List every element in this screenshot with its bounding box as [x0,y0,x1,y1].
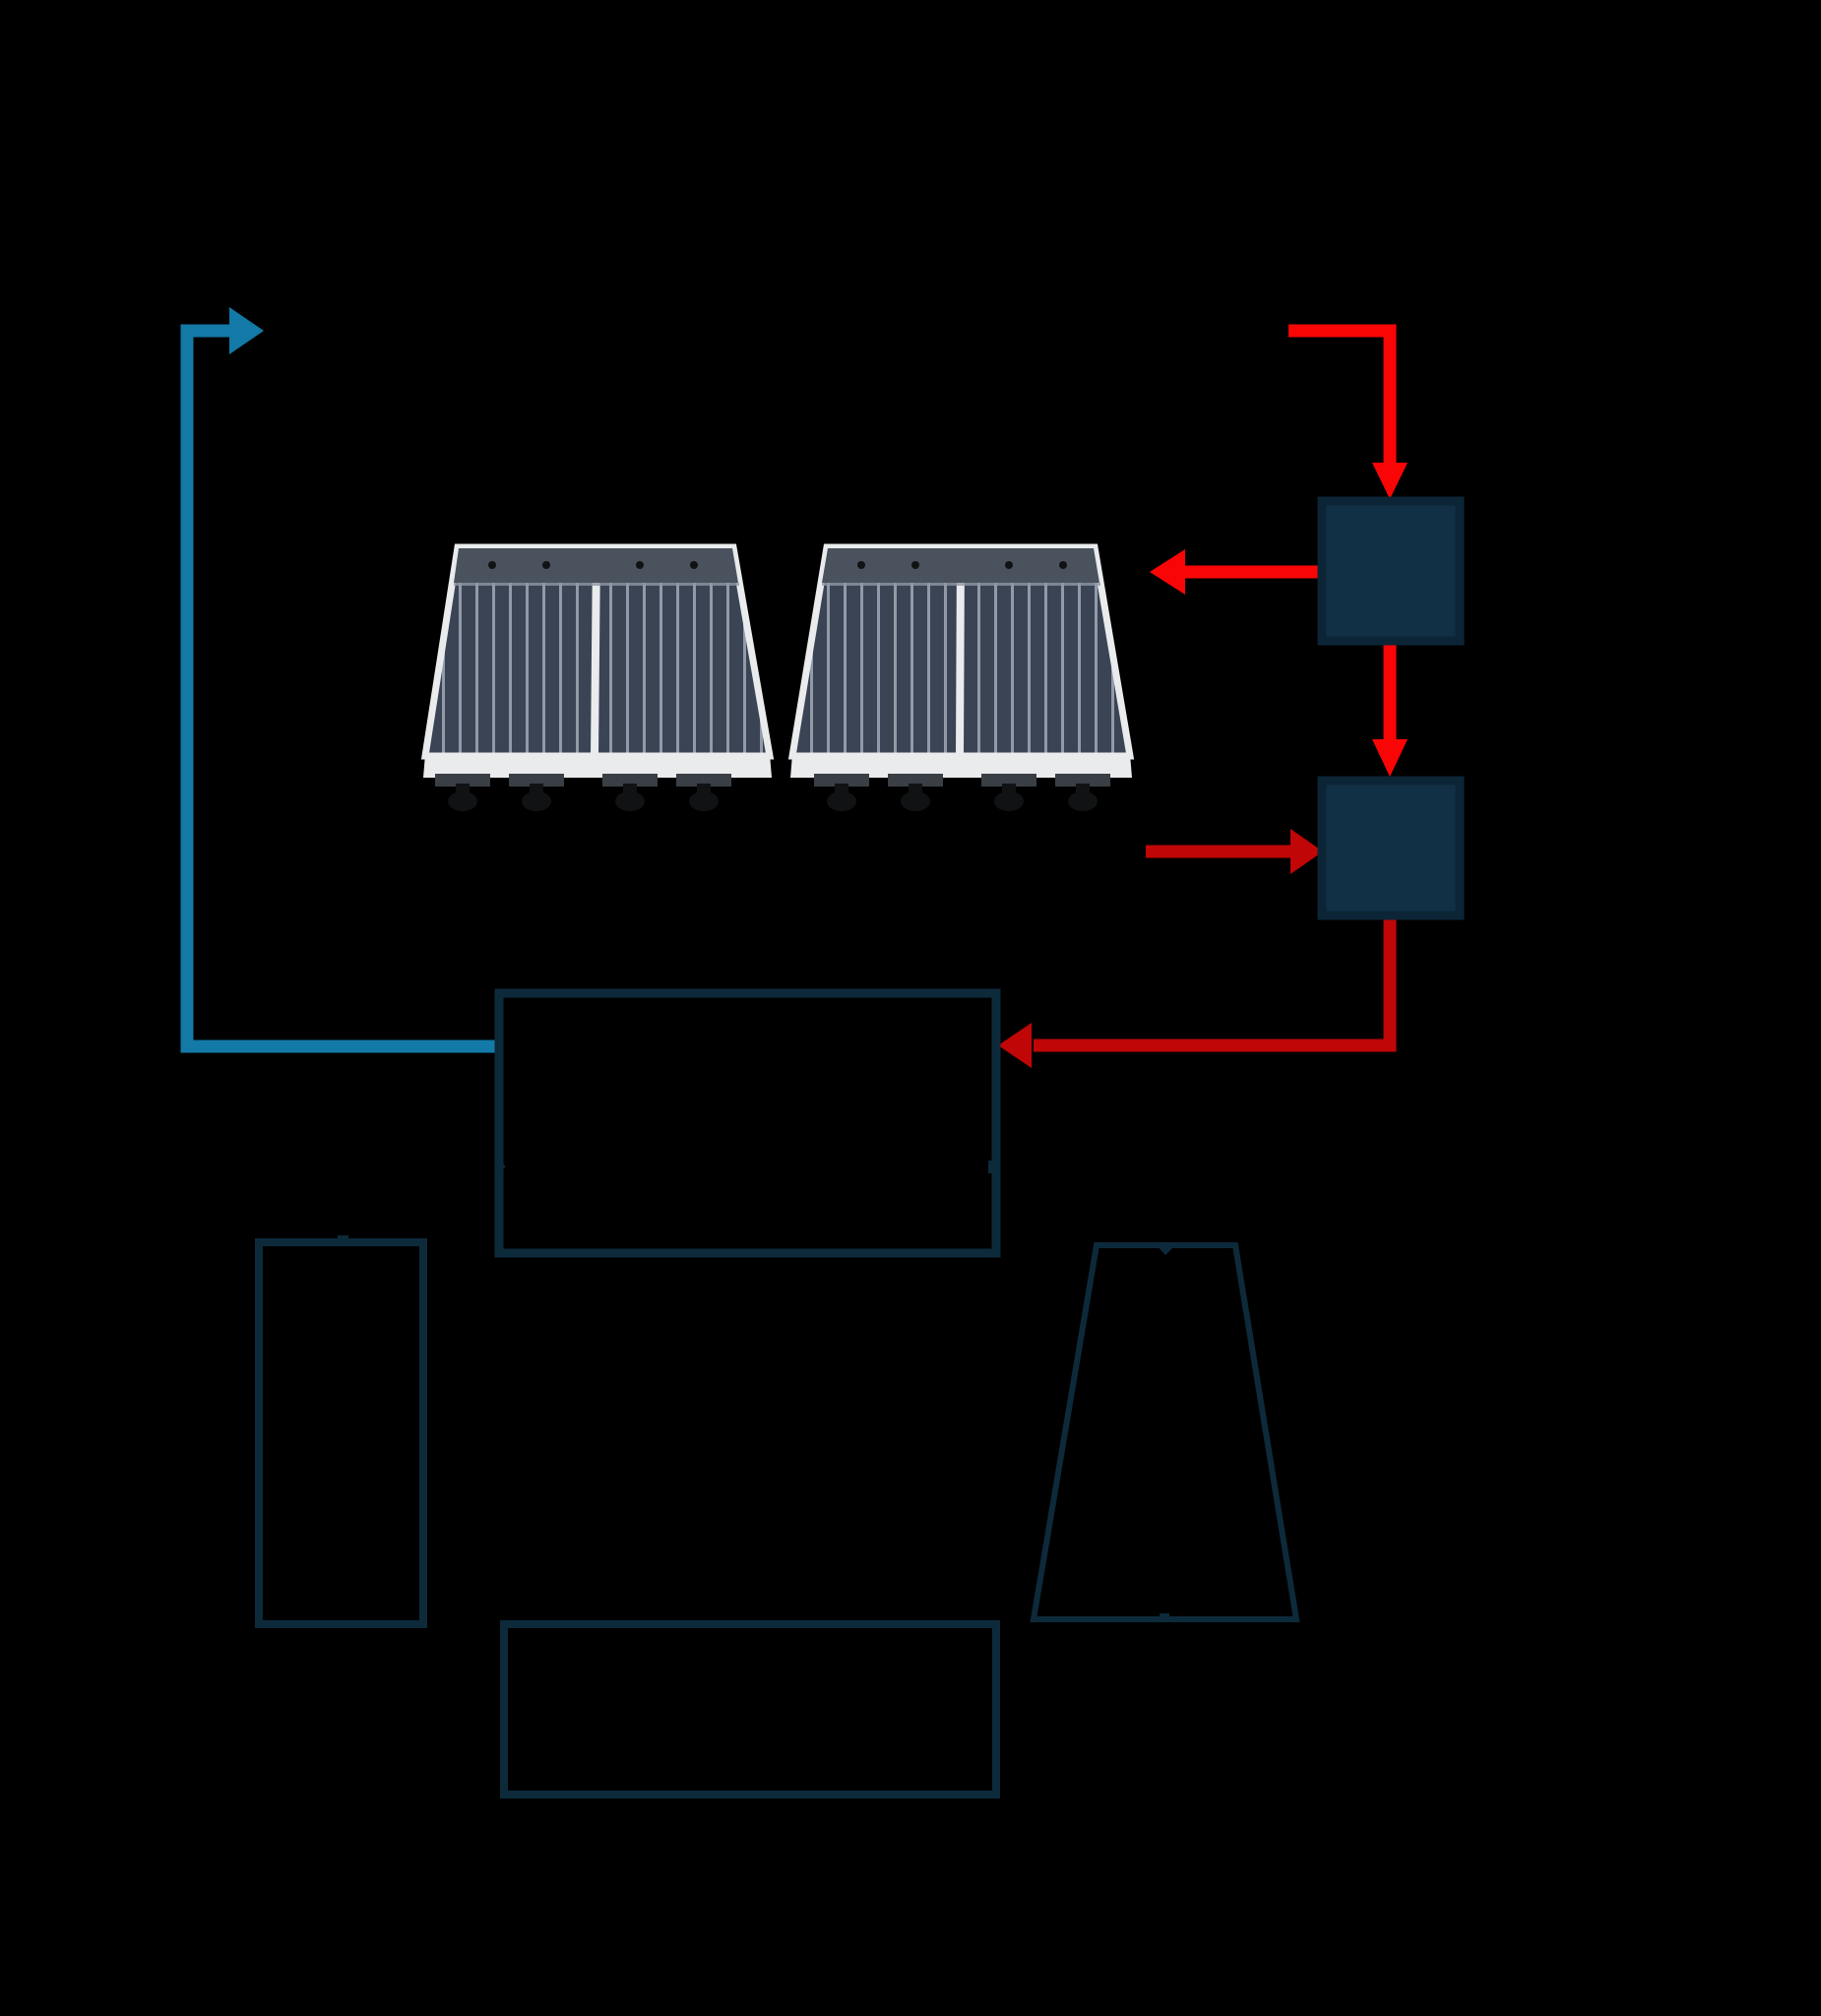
collector-group-1-divider [591,547,600,756]
component-box-1 [1317,496,1465,646]
left-tank [255,1235,427,1628]
box2-to-main-unit-line [1034,915,1397,1052]
collector-group-2-bolts-icon [857,561,1067,569]
hot-supply-elbow [1288,324,1408,499]
collector-group-2-rail [790,754,1132,778]
cold-return-line [180,324,497,1053]
collector-group-2-header-band [822,548,1099,583]
collector-group-2-brackets [814,774,1110,787]
collector-group-2 [787,543,1135,811]
main-unit [494,988,1001,1258]
collector-group-1-glass-line [454,583,739,586]
collector-group-1-header-band [454,548,738,583]
bottom-unit-outline [500,1620,1000,1798]
collector-group-1-feet [448,784,719,811]
collector-group-2-divider [956,547,965,756]
component-box-2 [1317,776,1465,920]
box1-to-collectors-arrowhead-left-icon [1150,549,1185,595]
collector-group-1 [420,543,775,811]
box2-to-main-unit-arrowhead-left-icon [998,1023,1032,1068]
collector-group-1-brackets [435,774,731,787]
box2-to-main-unit-flow [998,915,1397,1068]
main-unit-left-tick-icon [495,1158,506,1175]
cold-return-arrowhead-right-icon [229,307,264,354]
left-tank-top-tick-icon [338,1235,348,1242]
cooling-tower-outline [1030,1242,1300,1622]
inlet-to-box2-flow [1146,829,1323,874]
left-tank-bottom-tick-icon [339,1621,347,1627]
cooling-tower [1030,1242,1300,1622]
box1-to-box2-flow [1372,641,1408,777]
solar-collector-array [420,543,1135,811]
main-unit-outline [494,988,1001,1258]
collector-group-1-rail [423,754,772,778]
box1-to-collectors-flow [1150,549,1322,595]
box1-to-box2-arrowhead-down-icon [1372,739,1408,777]
collector-group-2-glass-line [822,583,1100,586]
hot-supply-arrowhead-down-icon [1372,463,1408,499]
cooling-tower-bottom-tick-icon [1160,1613,1169,1619]
cooling-tower-top-tick-icon [1155,1243,1177,1255]
collector-group-1-bolts-icon [488,561,698,569]
hot-supply-line [1288,324,1397,465]
cold-return-loop [180,307,497,1053]
collector-group-2-feet [827,784,1098,811]
inlet-to-box2-arrowhead-right-icon [1290,829,1323,874]
main-unit-right-tick-icon [988,1161,995,1173]
